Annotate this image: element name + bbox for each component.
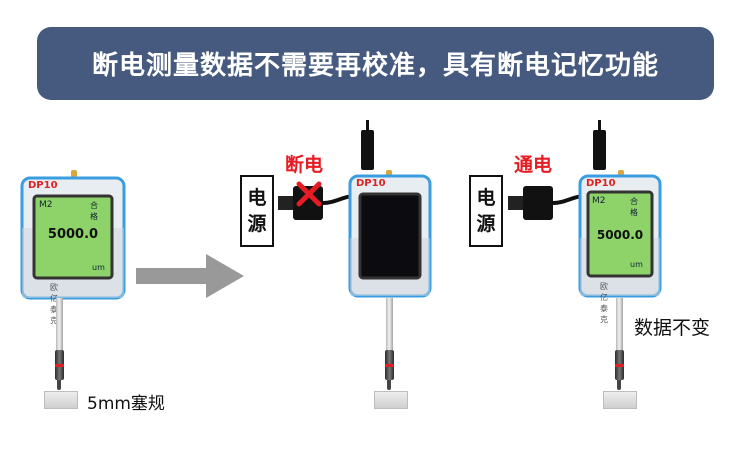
power-source-box: 电 源 xyxy=(469,175,503,247)
cable-plug-top xyxy=(361,130,374,170)
gauge-block xyxy=(603,391,637,409)
device-model: DP10 xyxy=(28,180,58,191)
banner-title: 断电测量数据不需要再校准，具有断电记忆功能 xyxy=(37,27,714,100)
cable-plug-top xyxy=(593,130,606,170)
device-reading: 5000.0 xyxy=(41,227,105,242)
spindle xyxy=(56,298,63,350)
probe-head xyxy=(615,350,624,380)
gauge-block-label: 5mm塞规 xyxy=(87,389,165,414)
probe-head xyxy=(55,350,64,380)
gauge-block xyxy=(374,391,408,409)
plugged-connector xyxy=(508,180,582,226)
gauge-block xyxy=(44,391,78,409)
power-source-char: 源 xyxy=(247,211,266,237)
power-source-char: 电 xyxy=(247,185,266,211)
spindle xyxy=(386,298,393,350)
spindle xyxy=(616,298,623,350)
power-off-label: 断电 xyxy=(285,150,323,177)
device-mode: M2 xyxy=(39,200,53,210)
gauge-body-left xyxy=(20,168,128,378)
disconnect-x-icon xyxy=(296,181,322,207)
device-model: DP10 xyxy=(586,178,616,189)
device-status: 合格 xyxy=(630,196,638,218)
device-unit: um xyxy=(630,260,643,269)
power-on-label: 通电 xyxy=(514,150,552,177)
device-status: 合格 xyxy=(90,200,98,222)
device-mode: M2 xyxy=(592,196,606,206)
power-source-char: 源 xyxy=(476,211,495,237)
device-reading: 5000.0 xyxy=(590,228,650,242)
device-unit: um xyxy=(92,263,105,272)
power-source-char: 电 xyxy=(476,185,495,211)
brand-logo: 欧亿泰克 xyxy=(600,281,608,325)
data-unchanged-label: 数据不变 xyxy=(634,313,710,340)
power-source-box: 电 源 xyxy=(240,175,274,247)
probe-head xyxy=(385,350,394,380)
device-model: DP10 xyxy=(356,178,386,189)
arrow-right-icon xyxy=(134,252,246,302)
